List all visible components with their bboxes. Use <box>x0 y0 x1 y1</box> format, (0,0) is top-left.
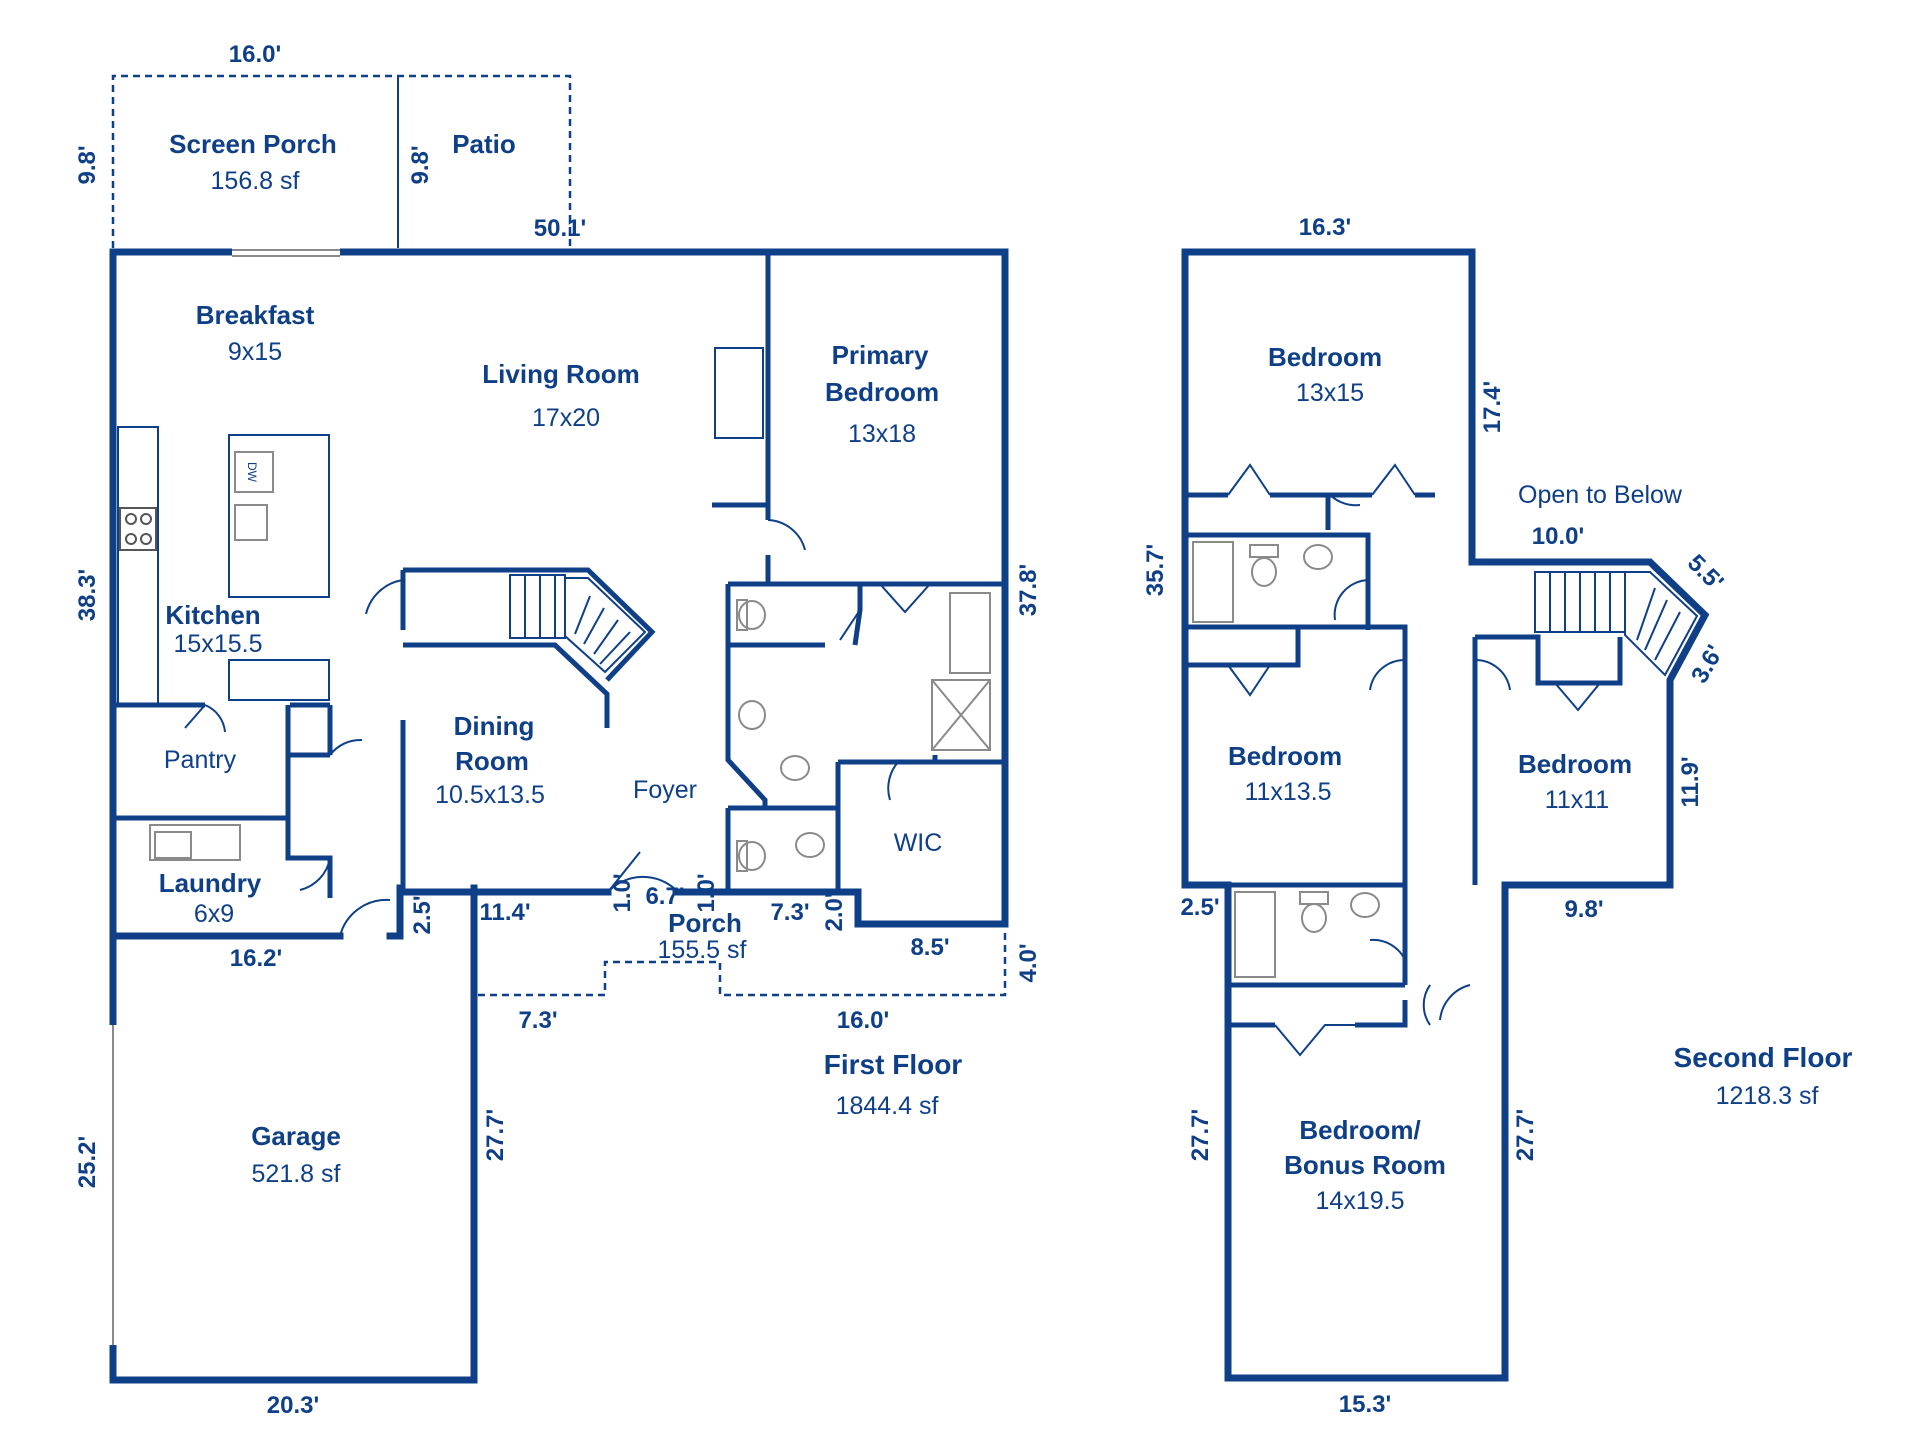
dim-patio-depth: 9.8' <box>407 145 434 184</box>
dim-sf-bed-c-width: 9.8' <box>1564 896 1603 923</box>
second-floor-doors <box>1227 463 1601 1057</box>
dim-sf-bottom-width: 15.3' <box>1339 1391 1391 1418</box>
living-room-size: 17x20 <box>532 404 600 432</box>
first-floor-fixtures: DW <box>119 451 991 872</box>
second-floor-walls <box>1181 248 1710 1382</box>
bedroom-a-label: Bedroom <box>1268 342 1382 372</box>
screen-porch-label: Screen Porch <box>169 129 337 159</box>
second-floor: Bedroom 13x15 Open to Below Bedroom 11x1… <box>1142 214 1853 1418</box>
primary-bedroom-label-1: Primary <box>832 340 929 370</box>
dim-sf-right-upper: 17.4' <box>1479 381 1506 433</box>
dim-door-1-0-b: 1.0' <box>693 873 720 912</box>
dim-wic-8-5: 8.5' <box>910 934 949 961</box>
laundry-size: 6x9 <box>194 900 234 928</box>
bedroom-c-label: Bedroom <box>1518 749 1632 779</box>
dim-top-width: 50.1' <box>534 215 586 242</box>
dim-sf-step-2-5: 2.5' <box>1180 894 1219 921</box>
garage-size: 521.8 sf <box>252 1160 341 1188</box>
screen-porch-outline <box>111 74 572 248</box>
primary-bedroom-size: 13x18 <box>848 420 916 448</box>
bedroom-a-size: 13x15 <box>1296 379 1364 407</box>
dim-porch-right: 16.0' <box>837 1007 889 1034</box>
bonus-room-size: 14x19.5 <box>1316 1187 1405 1215</box>
patio-label: Patio <box>452 129 516 159</box>
bedroom-b-size: 11x13.5 <box>1244 778 1331 806</box>
porch-size: 155.5 sf <box>658 936 747 964</box>
dim-sf-angle-3-6: 3.6' <box>1686 641 1729 688</box>
dining-room-size: 10.5x13.5 <box>435 781 545 809</box>
dim-bath-7-3: 7.3' <box>770 899 809 926</box>
dim-step-2-5: 2.5' <box>409 895 436 934</box>
dim-porch-top: 16.0' <box>229 41 281 68</box>
breakfast-label: Breakfast <box>196 300 315 330</box>
dining-room-label-1: Dining <box>454 711 535 741</box>
second-floor-area: 1218.3 sf <box>1716 1082 1819 1110</box>
laundry-label: Laundry <box>159 868 262 898</box>
dim-porch-depth: 4.0' <box>1015 943 1042 982</box>
foyer-label: Foyer <box>633 776 697 804</box>
first-floor: DW Screen Porch 156.8 sf Patio Breakfast <box>74 41 1042 1419</box>
pantry-label: Pantry <box>164 746 237 774</box>
dim-step-2-0: 2.0' <box>821 892 848 931</box>
first-floor-doors <box>184 519 931 937</box>
screen-porch-size: 156.8 sf <box>211 167 300 195</box>
living-room-label: Living Room <box>482 359 639 389</box>
breakfast-size: 9x15 <box>228 338 282 366</box>
front-porch-outline <box>478 930 1007 997</box>
dim-sf-left-depth: 35.7' <box>1142 544 1169 596</box>
kitchen-label: Kitchen <box>165 600 260 630</box>
bonus-room-label-1: Bedroom/ <box>1299 1115 1420 1145</box>
dim-sf-angle-5-5: 5.5' <box>1682 549 1729 596</box>
wic-label: WIC <box>894 829 943 857</box>
garage-label: Garage <box>251 1121 341 1151</box>
fireplace-icon <box>714 347 764 439</box>
first-floor-stairs <box>509 574 647 674</box>
dim-laundry-width: 16.2' <box>230 945 282 972</box>
second-floor-fixtures <box>1192 541 1380 978</box>
porch-label: Porch <box>668 908 742 938</box>
bedroom-b-label: Bedroom <box>1228 741 1342 771</box>
dim-sf-bonus-left: 27.7' <box>1187 1109 1214 1161</box>
first-floor-title: First Floor <box>824 1049 963 1080</box>
first-floor-walls <box>109 247 1009 1384</box>
bedroom-c-size: 11x11 <box>1545 786 1609 814</box>
dim-screen-porch-depth: 9.8' <box>74 145 101 184</box>
dim-sf-right-11-9: 11.9' <box>1677 756 1704 807</box>
open-to-below-label: Open to Below <box>1518 481 1683 509</box>
dim-garage-depth-left: 25.2' <box>74 1136 101 1188</box>
bonus-room-label-2: Bonus Room <box>1284 1150 1446 1180</box>
dim-sf-top-width: 16.3' <box>1299 214 1351 241</box>
dim-porch-left: 7.3' <box>518 1007 557 1034</box>
dim-door-1-0-a: 1.0' <box>609 873 636 912</box>
dim-sf-bonus-right: 27.7' <box>1512 1109 1539 1161</box>
kitchen-size: 15x15.5 <box>174 630 263 658</box>
dining-room-label-2: Room <box>455 746 529 776</box>
dim-right-depth: 37.8' <box>1015 564 1042 616</box>
dim-sf-stair-width: 10.0' <box>1532 523 1584 550</box>
second-floor-title: Second Floor <box>1674 1042 1853 1073</box>
dishwasher-label: DW <box>245 462 259 483</box>
dim-door-6-7: 6.7' <box>645 883 684 910</box>
dim-garage-width: 20.3' <box>267 1392 319 1419</box>
first-floor-area: 1844.4 sf <box>836 1092 939 1120</box>
primary-bedroom-label-2: Bedroom <box>825 377 939 407</box>
dim-left-depth: 38.3' <box>74 569 101 621</box>
second-floor-stairs <box>1534 571 1699 677</box>
dim-dining-width: 11.4' <box>479 899 530 926</box>
dim-garage-depth-right: 27.7' <box>482 1109 509 1161</box>
